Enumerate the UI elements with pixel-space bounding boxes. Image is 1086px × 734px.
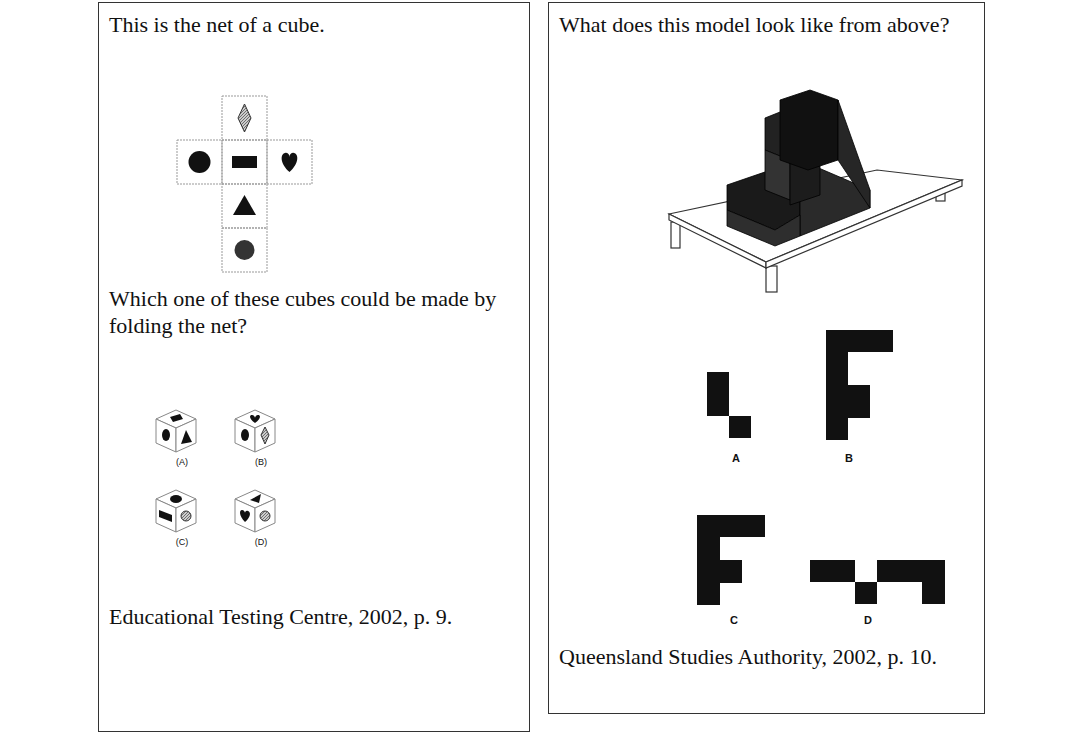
- net-symbols: [189, 104, 298, 260]
- source-citation: Educational Testing Centre, 2002, p. 9.: [109, 603, 519, 630]
- question-text: What does this model look like from abov…: [559, 11, 974, 38]
- option-label: D: [864, 614, 872, 626]
- question-text: Which one of these cubes could be made b…: [109, 285, 519, 339]
- top-view-options: [697, 330, 945, 605]
- source-citation: Queensland Studies Authority, 2002, p. 1…: [559, 643, 974, 670]
- option-cubes: [156, 410, 275, 532]
- model-blocks: [727, 90, 870, 246]
- cube-net: [177, 96, 312, 272]
- question-panel: What does this model look like from abov…: [548, 2, 985, 714]
- option-label: (C): [176, 537, 189, 547]
- option-label: A: [732, 452, 740, 464]
- option-label: (B): [255, 457, 267, 467]
- option-label: (D): [255, 537, 268, 547]
- option-label: C: [730, 614, 738, 626]
- question-text: This is the net of a cube.: [109, 11, 519, 38]
- question-panel: This is the net of a cube. Which one of t…: [98, 2, 530, 732]
- option-label: (A): [176, 457, 188, 467]
- option-label: B: [845, 452, 853, 464]
